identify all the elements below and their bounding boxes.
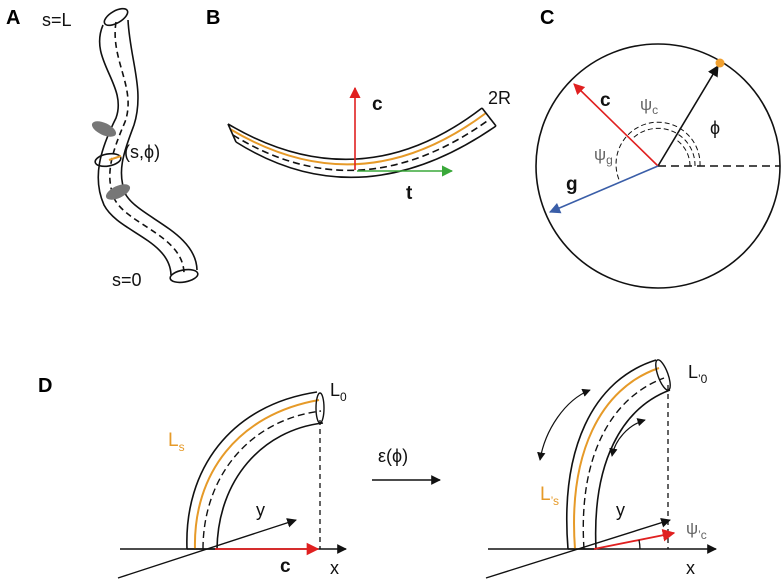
segment-lower-edge <box>235 125 497 179</box>
panel-d: D Ls L0 y c x ε(ϕ) <box>38 359 717 579</box>
orange-marker <box>108 155 122 161</box>
angle-arc-psi-g <box>615 121 701 183</box>
tube-bottom-cap <box>169 268 199 284</box>
rod-inner-edge <box>594 389 671 550</box>
tube-right-edge <box>120 19 198 271</box>
vector-phi <box>657 65 719 167</box>
curved-segment <box>227 107 497 179</box>
label-psi-c: ψc <box>640 95 658 117</box>
rod-undeformed: Ls L0 y c x <box>117 380 347 579</box>
tube-centerline <box>109 21 185 274</box>
segment-right-cap <box>481 107 497 127</box>
angle-arc-phi <box>674 138 691 167</box>
angle-arc-psi-c <box>631 127 696 167</box>
rod-inner-edge <box>216 422 324 550</box>
tube <box>94 7 199 284</box>
label-c: c <box>372 94 383 115</box>
label-s-phi: (s,ϕ) <box>124 142 160 162</box>
angle-arc-psi-c <box>638 539 641 550</box>
label-phi: ϕ <box>710 118 720 138</box>
rod-centerline <box>202 410 322 550</box>
segment-upper-edge <box>227 107 483 161</box>
panel-label-a: A <box>6 7 20 29</box>
label-x: x <box>686 558 695 578</box>
rod-orange-line <box>193 399 320 550</box>
label-c: c <box>600 90 611 111</box>
panel-label-b: B <box>206 7 220 29</box>
panel-b: B c t 2R <box>206 7 511 204</box>
segment-left-cap <box>227 123 237 143</box>
label-L0-prime: L’0 <box>688 362 708 386</box>
stretch-arrow-outer <box>537 388 591 461</box>
panel-a: A s=L (s,ϕ) s=0 <box>6 7 199 290</box>
panel-label-d: D <box>38 375 52 397</box>
tube-left-edge <box>97 24 172 276</box>
shaded-section-upper <box>91 121 117 137</box>
label-2R: 2R <box>488 88 511 108</box>
label-g: g <box>566 174 578 195</box>
label-Ls: Ls <box>168 430 185 454</box>
tube-top-cap <box>103 7 129 27</box>
vector-c-rotated <box>593 529 676 550</box>
rod-top-cap <box>315 392 325 424</box>
label-y: y <box>616 500 625 520</box>
vector-c <box>573 83 659 167</box>
segment-orange-line <box>229 112 487 166</box>
label-x: x <box>330 558 339 578</box>
rod-outer-edge <box>186 391 318 550</box>
label-y: y <box>256 500 265 520</box>
cross-section-ring <box>94 152 122 168</box>
label-psi-g: ψg <box>594 145 613 167</box>
rod-centerline <box>582 377 665 550</box>
label-psi-c-prime: ψ’c <box>686 519 707 542</box>
stretch-arrow-inner <box>609 418 646 457</box>
label-epsilon-phi: ε(ϕ) <box>378 446 408 466</box>
orange-point <box>715 58 725 68</box>
panel-c: C c g ϕ ψc ψg <box>535 7 781 289</box>
vector-g <box>548 165 659 214</box>
rod-deformed: L’s L’0 y x ψ’c <box>485 359 717 579</box>
label-c: c <box>280 556 291 577</box>
segment-centerline <box>232 118 491 172</box>
label-t: t <box>406 183 413 204</box>
panel-label-c: C <box>540 7 554 29</box>
label-s-equals-L: s=L <box>42 10 72 30</box>
shaded-section-lower <box>105 184 131 200</box>
label-s-equals-0: s=0 <box>112 270 142 290</box>
label-Ls-prime: L’s <box>540 484 559 508</box>
rod-top-cap <box>655 359 671 391</box>
rod-orange-line <box>573 367 660 550</box>
label-L0: L0 <box>330 380 347 404</box>
